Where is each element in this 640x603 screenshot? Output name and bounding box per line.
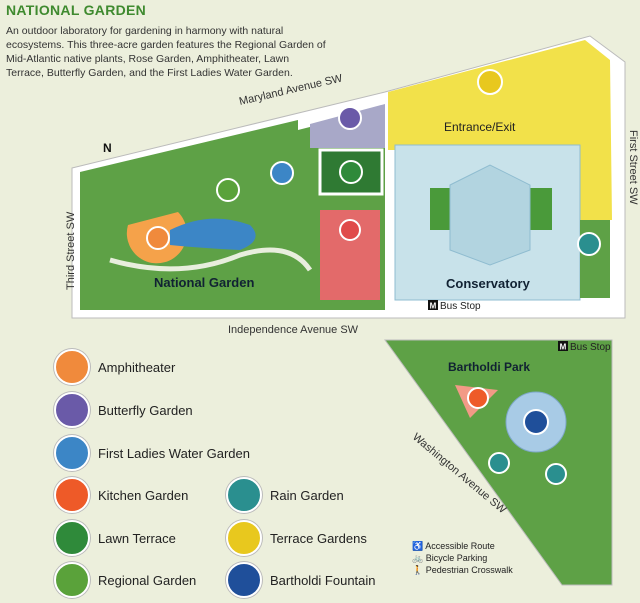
garden-description: An outdoor laboratory for gardening in h… — [6, 25, 326, 79]
rain-garden-icon-3[interactable] — [545, 463, 567, 485]
water-garden-icon[interactable] — [270, 161, 294, 185]
legend-label: Terrace Gardens — [270, 530, 367, 546]
bartholdi-park-label: Bartholdi Park — [448, 360, 530, 374]
key-accessible: Accessible Route — [425, 541, 495, 551]
street-third: Third Street SW — [65, 211, 77, 290]
rain-garden-icon[interactable] — [577, 232, 601, 256]
page-title: NATIONAL GARDEN — [6, 2, 147, 18]
map-key: ♿ Accessible Route 🚲 Bicycle Parking 🚶 P… — [412, 540, 513, 576]
leaf-icon[interactable] — [216, 178, 240, 202]
metro-letter: M — [430, 302, 437, 311]
legend-label: First Ladies Water Garden — [98, 445, 250, 461]
legend-kitchen: Kitchen Garden — [54, 477, 188, 513]
metro-icon-2 — [558, 341, 568, 351]
terrace-icon — [226, 520, 262, 556]
terrace-gardens-area[interactable] — [388, 40, 612, 220]
butterfly-icon[interactable] — [338, 106, 362, 130]
legend-label: Bartholdi Fountain — [270, 572, 376, 588]
leaf-icon — [54, 562, 90, 598]
fountain-icon — [226, 562, 262, 598]
legend-rain: Rain Garden — [226, 477, 344, 513]
conservatory-dome — [449, 164, 531, 266]
street-first: First Street SW — [627, 130, 639, 205]
carrot-icon — [54, 477, 90, 513]
lawn-icon[interactable] — [339, 160, 363, 184]
pedestrian-icon: 🚶 — [412, 565, 424, 575]
bicycle-icon: 🚲 — [412, 553, 424, 563]
legend-butterfly: Butterfly Garden — [54, 392, 193, 428]
legend-terrace: Terrace Gardens — [226, 520, 367, 556]
legend-label: Butterfly Garden — [98, 402, 193, 418]
street-maryland: Maryland Avenue SW — [238, 72, 344, 108]
conservatory-label: Conservatory — [446, 276, 531, 291]
butterfly-icon — [54, 392, 90, 428]
legend-label: Rain Garden — [270, 487, 344, 503]
entrance-label: Entrance/Exit — [444, 120, 516, 134]
accessible-icon: ♿ — [412, 541, 424, 551]
north-arrow: N — [103, 141, 112, 155]
national-garden-label: National Garden — [154, 275, 254, 290]
legend-regional: Regional Garden — [54, 562, 196, 598]
legend-label: Amphitheater — [98, 359, 176, 375]
bus-stop-label: Bus Stop — [440, 301, 481, 312]
conservatory-lawn-1 — [430, 188, 452, 230]
legend-label: Regional Garden — [98, 572, 197, 588]
national-garden-area[interactable] — [80, 120, 298, 310]
rain-garden-icon — [226, 477, 262, 513]
street-independence: Independence Avenue SW — [228, 324, 359, 336]
conservatory-lawn-2 — [530, 188, 552, 230]
fountain-icon[interactable] — [523, 409, 549, 435]
amphitheater-icon[interactable] — [146, 226, 170, 250]
rain-garden-icon-2[interactable] — [488, 452, 510, 474]
rose-garden-icon[interactable] — [339, 219, 361, 241]
lawn-icon — [54, 520, 90, 556]
legend-water: First Ladies Water Garden — [54, 435, 250, 471]
legend-label: Lawn Terrace — [98, 530, 176, 546]
legend-amphitheater: Amphitheater — [54, 349, 175, 385]
legend-lawn: Lawn Terrace — [54, 520, 176, 556]
carrot-icon[interactable] — [467, 387, 489, 409]
rose-garden-area[interactable] — [320, 210, 380, 300]
garden-path — [109, 247, 313, 272]
key-bicycle: Bicycle Parking — [425, 553, 488, 563]
water-garden-icon — [54, 435, 90, 471]
metro-icon — [428, 300, 438, 310]
rain-garden-area[interactable] — [580, 220, 610, 298]
legend-label: Kitchen Garden — [98, 487, 189, 503]
legend-fountain: Bartholdi Fountain — [226, 562, 376, 598]
terrace-icon[interactable] — [477, 69, 503, 95]
key-crosswalk: Pedestrian Crosswalk — [425, 565, 513, 575]
amphitheater-icon — [54, 349, 90, 385]
bus-stop-label-2: Bus Stop — [570, 342, 611, 353]
metro-letter-2: M — [560, 343, 567, 352]
pond — [170, 218, 256, 250]
